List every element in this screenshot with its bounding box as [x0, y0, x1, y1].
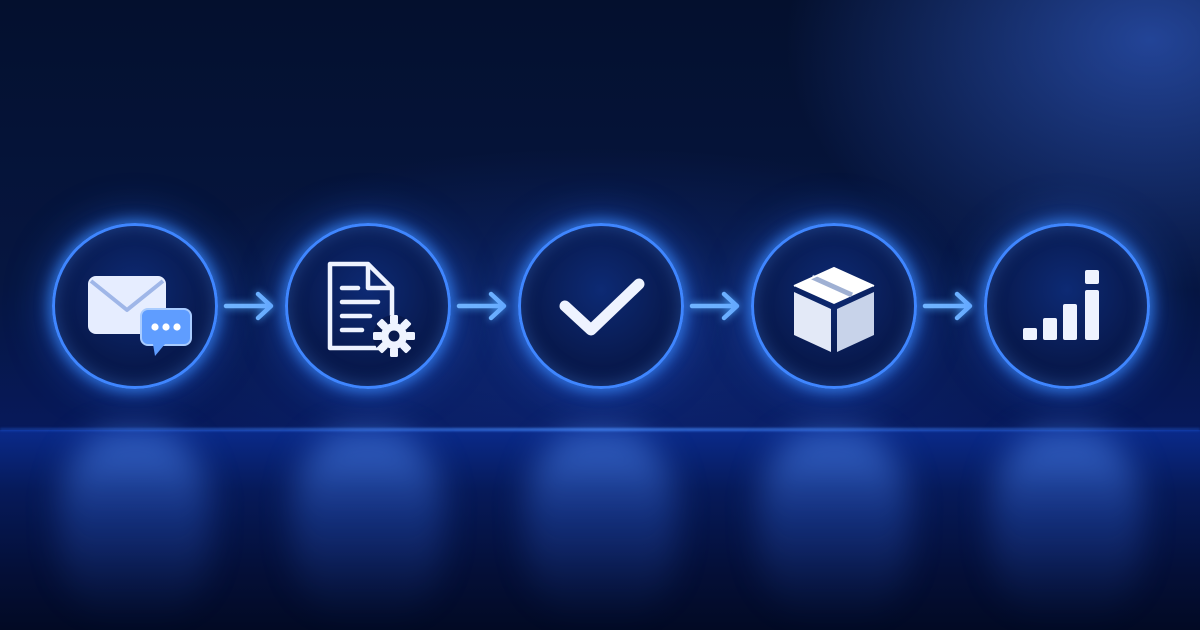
step-reflection	[526, 432, 676, 622]
arrow-right-icon	[455, 288, 511, 324]
step-4-circle	[751, 223, 917, 389]
document-gear-icon	[327, 261, 415, 357]
arrow-right-icon	[222, 288, 278, 324]
step-3-circle	[518, 223, 684, 389]
step-2-circle	[285, 223, 451, 389]
step-reflection	[60, 432, 210, 622]
step-reflection	[293, 432, 443, 622]
arrow-right-icon	[921, 288, 977, 324]
package-box-icon	[793, 266, 875, 352]
checkmark-icon	[559, 278, 645, 336]
step-reflection	[992, 432, 1142, 622]
bar-chart-icon	[1023, 270, 1099, 340]
step-reflection	[759, 432, 909, 622]
step-5-circle	[984, 223, 1150, 389]
horizon-line	[0, 428, 1200, 431]
arrow-right-icon	[688, 288, 744, 324]
envelope-chat-icon	[88, 276, 192, 356]
step-1-circle	[52, 223, 218, 389]
